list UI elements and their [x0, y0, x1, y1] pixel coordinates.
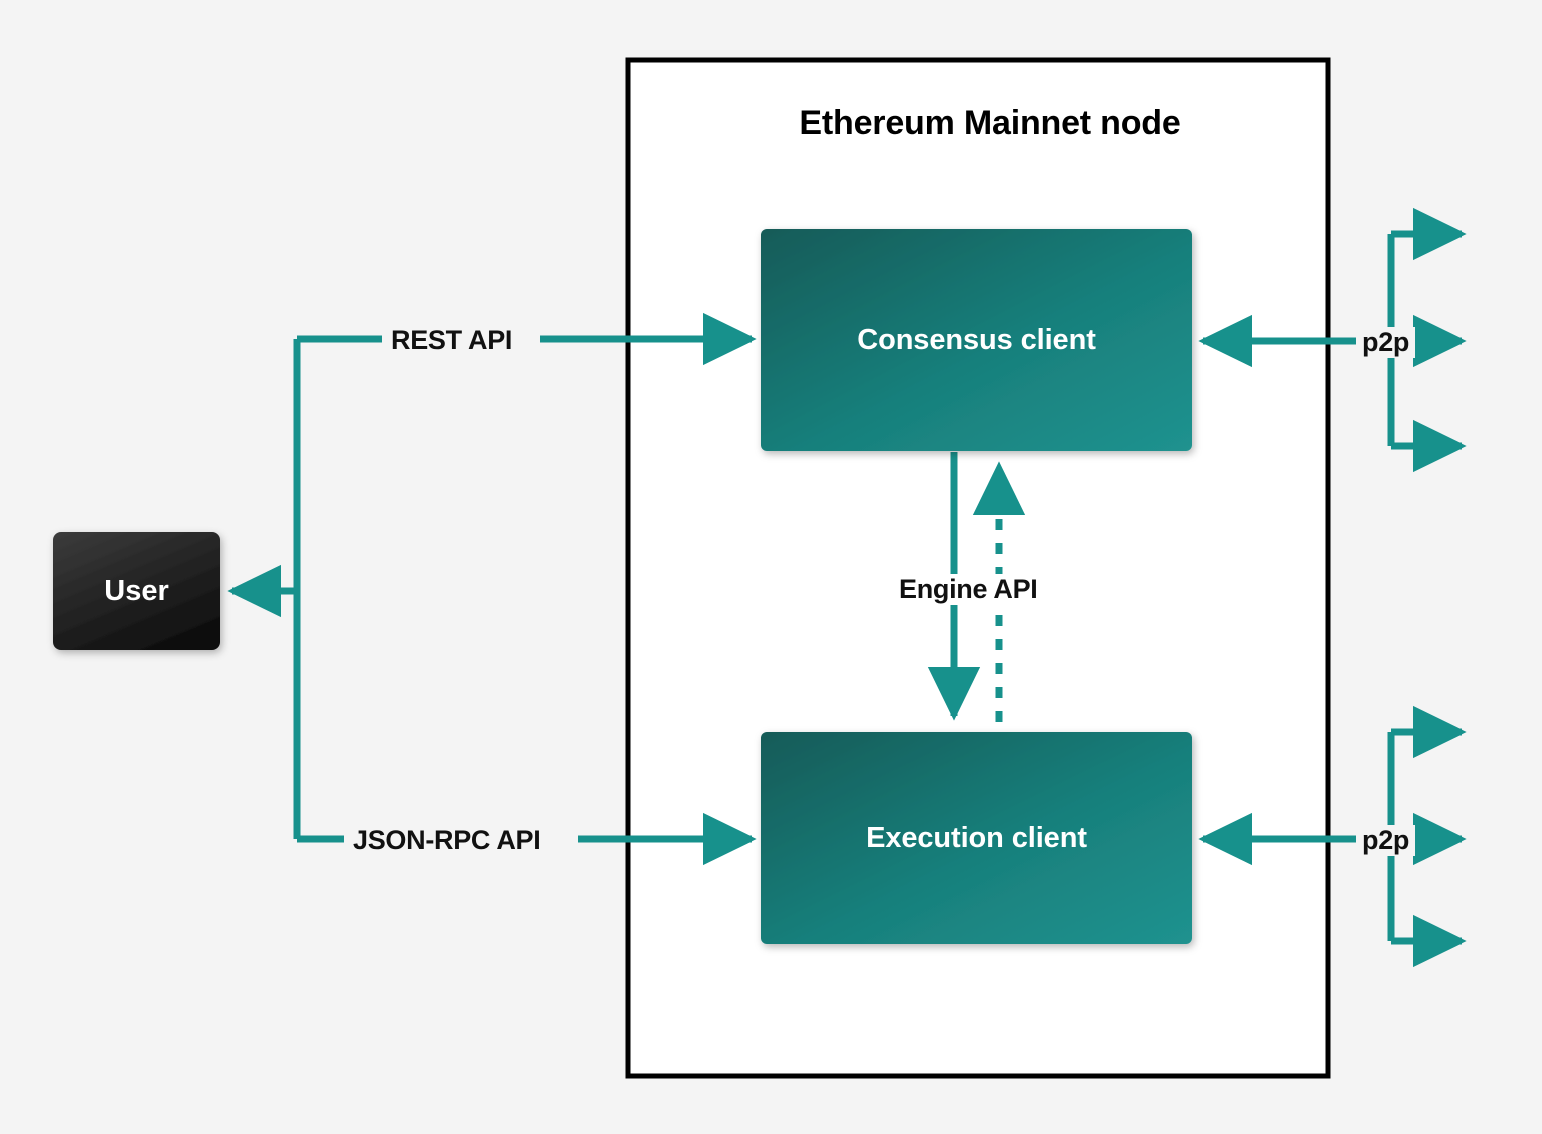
rest-api-label: REST API	[385, 325, 519, 356]
p2p-execution-label: p2p	[1356, 825, 1416, 856]
consensus-client-box[interactable]	[761, 229, 1192, 451]
p2p-consensus-label: p2p	[1356, 327, 1416, 358]
engine-api-label: Engine API	[893, 574, 1044, 605]
execution-client-box[interactable]	[761, 732, 1192, 944]
user-box[interactable]	[53, 532, 220, 650]
user-api-connector-group	[227, 312, 757, 866]
page-title: Ethereum Mainnet node	[799, 104, 1181, 142]
json-rpc-api-label: JSON-RPC API	[347, 825, 547, 856]
